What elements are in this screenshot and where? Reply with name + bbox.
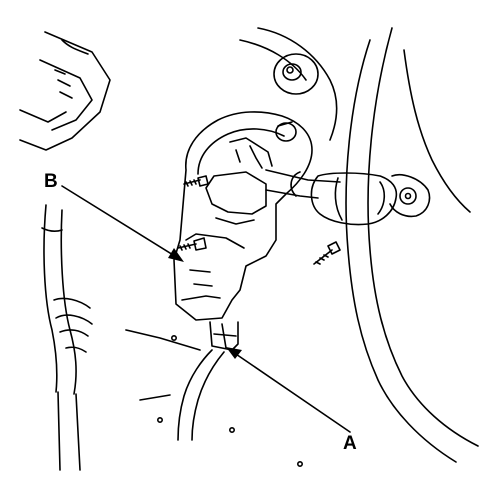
callout-label-b: B (44, 171, 58, 192)
arrowhead-a (226, 347, 242, 359)
screw-middle (177, 237, 207, 251)
screw-lower-right (313, 241, 341, 265)
callout-leaders (61, 185, 351, 433)
wire-harness (177, 349, 225, 441)
left-pipe (41, 204, 93, 471)
connector (209, 321, 239, 351)
panel-holes (157, 334, 303, 467)
arrowhead-b (168, 248, 184, 262)
callout-label-a: A (343, 433, 357, 454)
actuator-linkage (265, 169, 431, 226)
mount-bolt-top (273, 53, 319, 95)
lower-tube (125, 329, 201, 401)
upper-left-component (19, 31, 111, 151)
screw-upper (183, 175, 209, 187)
actuator-housing (173, 111, 313, 321)
body-panel (239, 27, 479, 463)
